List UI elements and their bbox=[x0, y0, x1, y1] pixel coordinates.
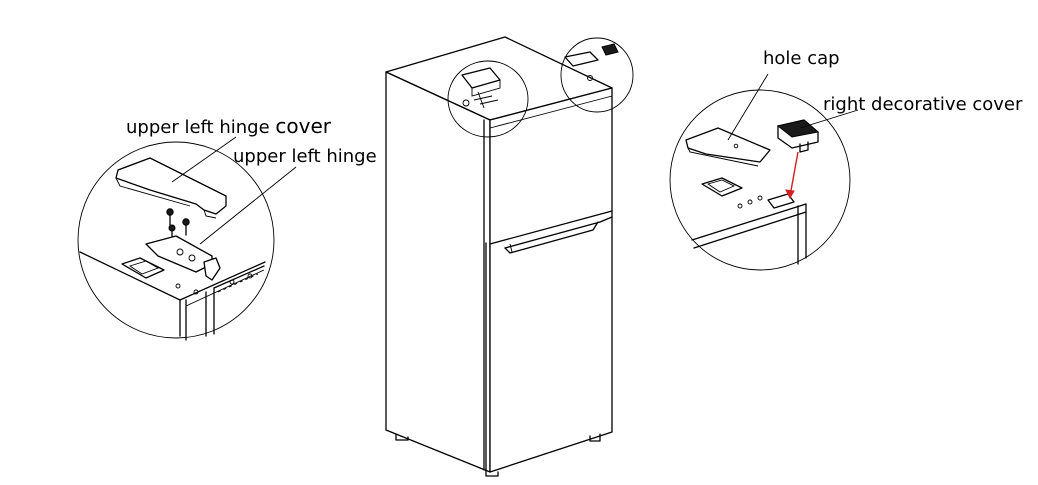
screws bbox=[166, 208, 190, 241]
right-detail-view bbox=[669, 89, 851, 271]
zoom-circle-right-cover bbox=[560, 37, 634, 113]
label-upper-left-hinge: upper left hinge bbox=[233, 146, 377, 167]
leader-hole-cap bbox=[727, 73, 769, 141]
install-arrow bbox=[785, 151, 799, 200]
leader-upper-left-hinge-cover bbox=[171, 136, 237, 183]
zoom-circle-left-hinge bbox=[447, 60, 529, 138]
hole-cap-part bbox=[685, 127, 771, 163]
leader-upper-left-hinge bbox=[199, 166, 297, 245]
label-upper-left-hinge-cover: upper left hinge cover bbox=[126, 114, 332, 138]
leader-right-decorative-cover bbox=[799, 109, 859, 129]
label-hole-cap: hole cap bbox=[763, 48, 840, 69]
refrigerator bbox=[385, 36, 619, 477]
left-detail-view bbox=[77, 141, 275, 341]
upper-left-hinge-cover-part bbox=[115, 157, 227, 215]
label-right-decorative-cover: right decorative cover bbox=[823, 94, 1023, 115]
